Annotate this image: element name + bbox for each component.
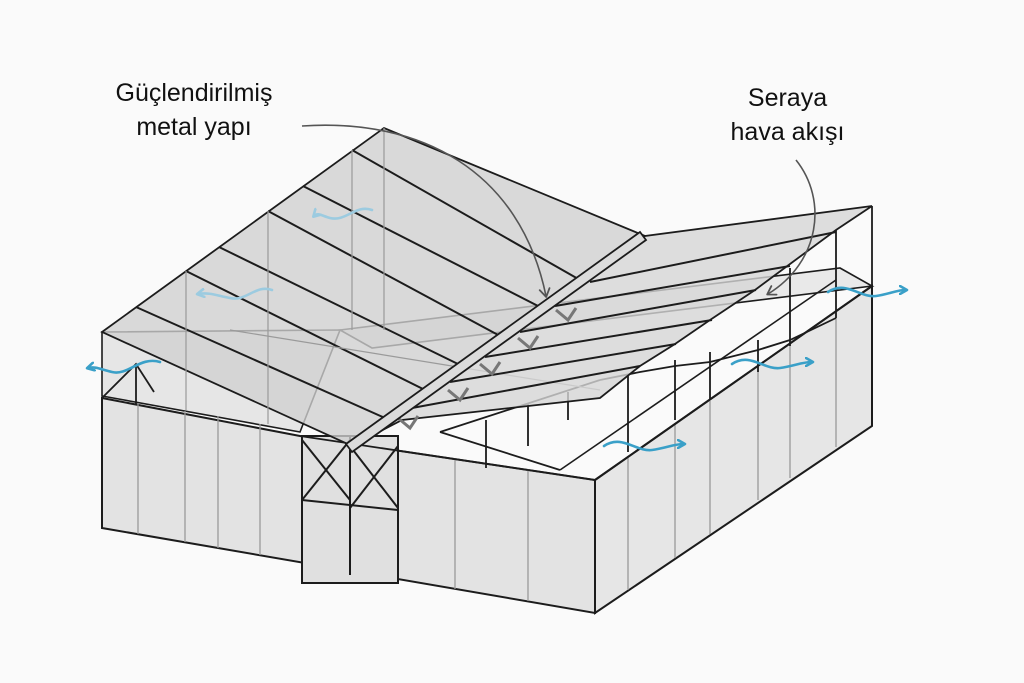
front-door <box>301 435 399 584</box>
roof-right-slope <box>351 205 873 447</box>
annotation-airflow: Seraya hava akışı <box>700 81 875 149</box>
airflow-arrow-right-top <box>826 288 906 298</box>
ridge-beam <box>344 230 648 454</box>
annotation-airflow-line1: Seraya <box>747 84 828 112</box>
leader-structure <box>301 124 551 298</box>
airflow-arrow-right-mid <box>730 360 812 370</box>
airflow-arrow-right-low <box>602 442 684 452</box>
annotation-leaders <box>301 124 816 298</box>
leader-airflow <box>766 159 816 296</box>
airflow-arrow-roof-2 <box>314 207 374 220</box>
front-right-wall <box>559 279 873 615</box>
airflow-arrows <box>88 207 906 452</box>
annotation-structure: Güçlendirilmiş metal yapı <box>84 76 304 144</box>
annotation-airflow-line2: hava akışı <box>730 118 845 146</box>
airflow-arrow-roof-1 <box>198 287 274 300</box>
annotation-structure-line2: metal yapı <box>136 113 252 141</box>
airflow-arrow-left-out <box>88 359 162 374</box>
annotation-structure-line1: Güçlendirilmiş <box>115 79 273 107</box>
